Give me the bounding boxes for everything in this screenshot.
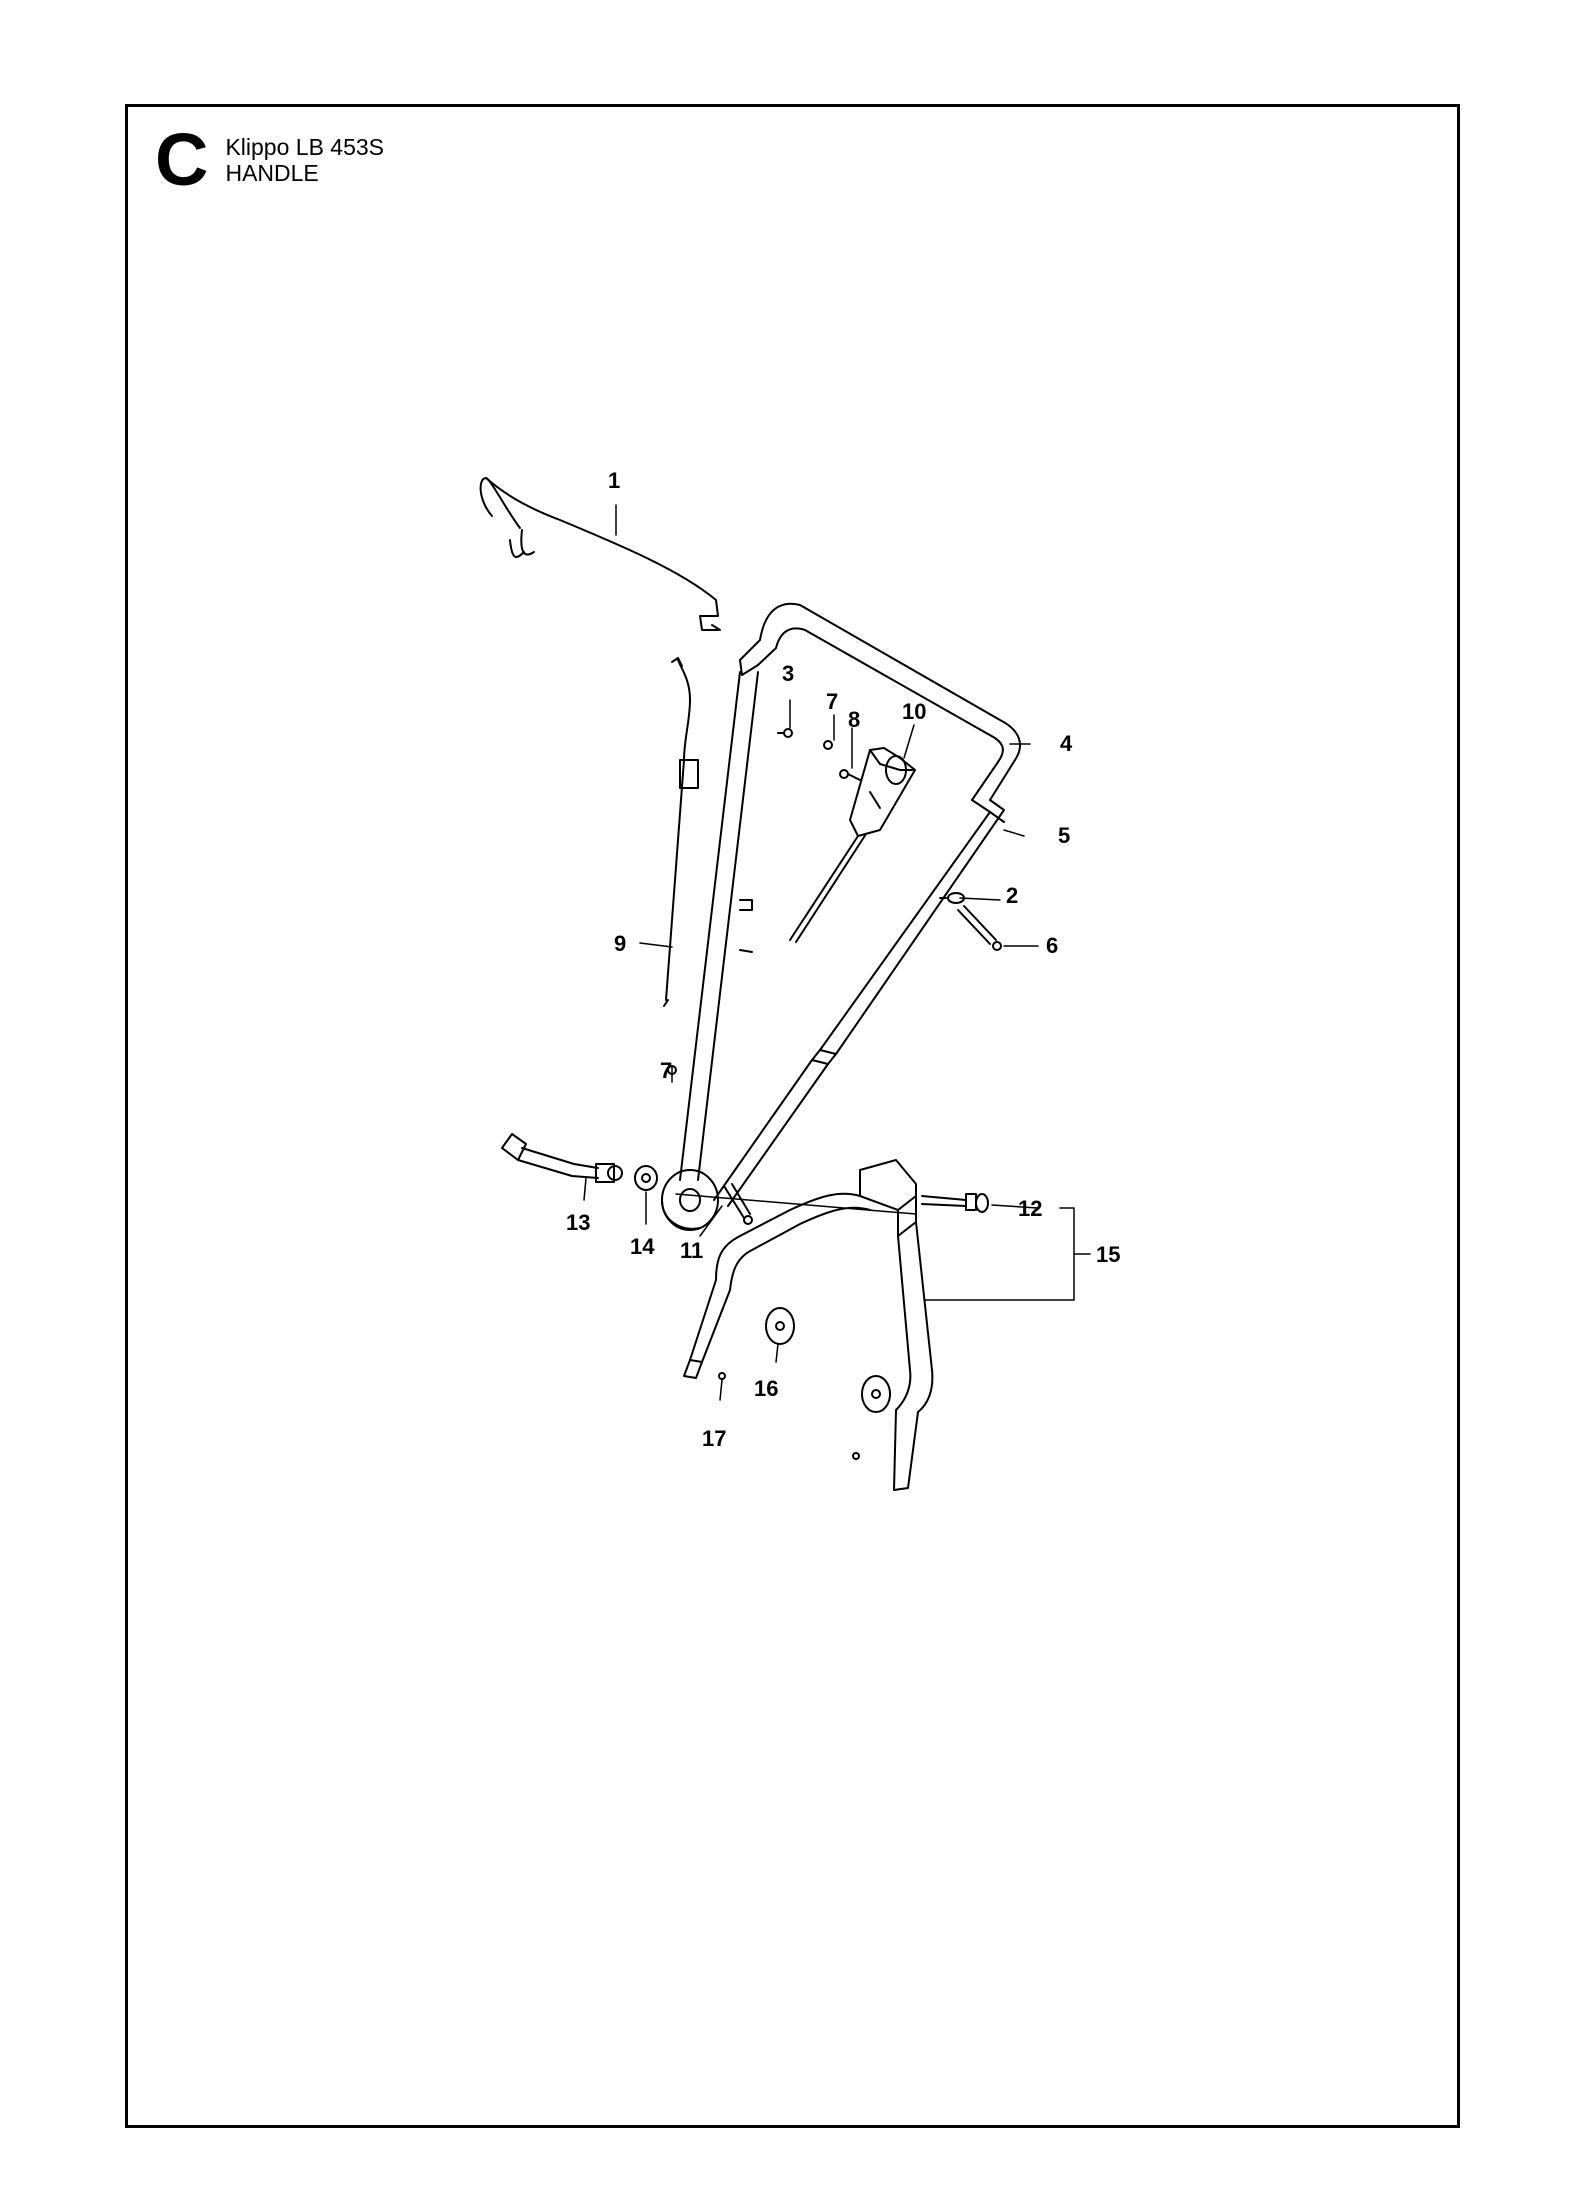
part-10-control-box xyxy=(789,747,916,943)
callout-11: 11 xyxy=(680,1238,703,1263)
callout-4: 4 xyxy=(1060,731,1073,756)
callout-10: 10 xyxy=(902,699,926,724)
part-4-upper-handle xyxy=(679,602,1021,1181)
callout-8: 8 xyxy=(848,707,860,732)
part-1-cable xyxy=(479,477,721,631)
callout-7-lower: 7 xyxy=(660,1058,672,1083)
callout-labels: 1 2 3 4 5 6 7 7 8 9 10 11 12 13 14 15 16… xyxy=(566,468,1120,1451)
callout-15: 15 xyxy=(1096,1242,1120,1267)
callout-12: 12 xyxy=(1018,1196,1042,1221)
model-title: Klippo LB 453S xyxy=(225,134,385,160)
callout-1: 1 xyxy=(608,468,620,493)
callout-16: 16 xyxy=(754,1376,778,1401)
part-14-washer xyxy=(634,1165,658,1191)
assembly-title: HANDLE xyxy=(225,160,319,186)
callout-17: 17 xyxy=(702,1426,726,1451)
callout-13: 13 xyxy=(566,1210,590,1235)
callout-6: 6 xyxy=(1046,933,1058,958)
part-9-brake-cable xyxy=(663,657,699,1007)
page-border xyxy=(125,104,1460,2128)
callout-3: 3 xyxy=(782,661,794,686)
leader-lines xyxy=(583,504,1091,1401)
callout-5: 5 xyxy=(1058,823,1070,848)
callout-9: 9 xyxy=(614,931,626,956)
part-5-lower-handle xyxy=(713,799,1005,1207)
callout-2: 2 xyxy=(1006,883,1018,908)
section-letter: C xyxy=(155,118,208,201)
small-fasteners xyxy=(667,728,1002,1075)
callout-14: 14 xyxy=(630,1234,655,1259)
part-12-bolt xyxy=(921,1193,989,1213)
pivot-hub xyxy=(661,1169,719,1231)
part-13-knob xyxy=(501,1133,623,1183)
page-header: C Klippo LB 453S HANDLE xyxy=(155,118,384,201)
title-block: Klippo LB 453S HANDLE xyxy=(225,128,384,186)
callout-7-upper: 7 xyxy=(826,689,838,714)
